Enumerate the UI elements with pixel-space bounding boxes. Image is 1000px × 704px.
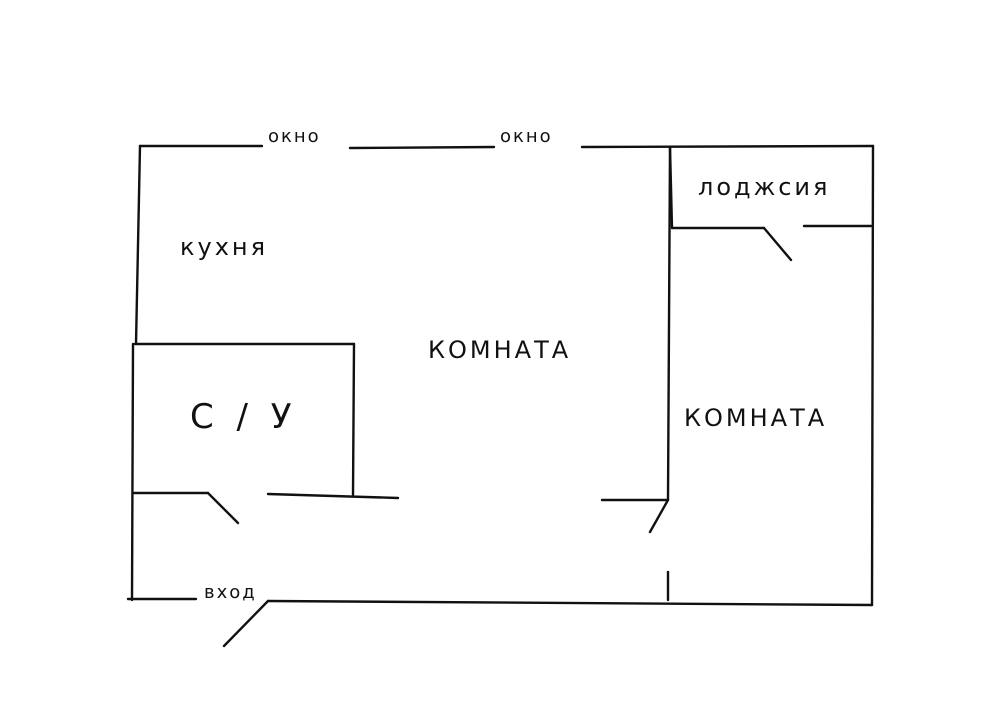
left-wall <box>130 144 142 602</box>
outer-walls <box>126 144 875 607</box>
room-main-label: КОМНАТА <box>428 336 571 364</box>
room-labels: окно окно лоджсия кухня КОМНАТА С / У КО… <box>180 126 830 603</box>
bathroom-label: С / У <box>190 397 298 437</box>
room-right-label: КОМНАТА <box>684 404 827 432</box>
top-wall-middle-segment <box>348 145 496 150</box>
entrance-label: вход <box>204 582 257 603</box>
partition-wall-vertical <box>666 145 672 502</box>
interior-walls <box>131 145 873 602</box>
room-right-door <box>648 498 670 534</box>
bottom-wall-right-segment <box>266 599 874 607</box>
top-wall-right-segment <box>580 144 875 149</box>
doors <box>206 226 793 648</box>
kitchen-label: кухня <box>180 233 268 261</box>
bathroom-bottom-wall-right <box>266 492 400 500</box>
loggia-door <box>762 226 793 262</box>
loggia-label: лоджсия <box>698 173 830 201</box>
entrance-door <box>222 599 270 648</box>
bathroom-door <box>206 491 240 525</box>
window-right-label: окно <box>500 126 553 147</box>
bathroom-right-wall <box>351 342 356 497</box>
loggia-top-divider <box>668 145 674 230</box>
right-wall <box>870 144 875 607</box>
window-left-label: окно <box>268 126 321 147</box>
